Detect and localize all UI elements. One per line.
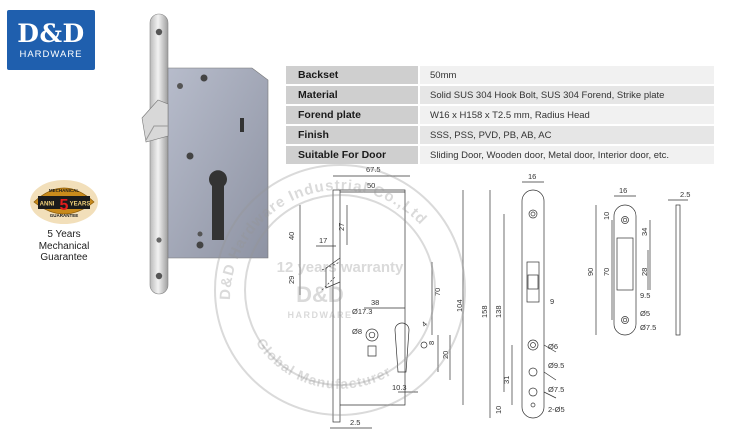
warranty-caption-line: 5 Years <box>47 229 81 240</box>
dimension-label: 70 <box>433 288 442 296</box>
dimension-label: 10.3 <box>392 383 407 392</box>
dimension-label: Ø7.5 <box>548 385 564 394</box>
spec-value: SSS, PSS, PVD, PB, AB, AC <box>420 126 714 144</box>
lock-product-photo <box>141 13 269 295</box>
dimension-label: 38 <box>371 298 379 307</box>
warranty-caption-line: Guarantee <box>40 252 88 263</box>
warranty-badge: MECHANICAL ANNI 5 YEARS GUARANTEE <box>30 180 98 224</box>
warranty-caption: 5 Years Mechanical Guarantee <box>8 229 120 264</box>
spec-label: Forend plate <box>286 106 418 124</box>
dimension-label: 16 <box>619 186 627 195</box>
dimension-label: 90 <box>586 268 595 276</box>
table-row: Finish SSS, PSS, PVD, PB, AB, AC <box>286 126 714 144</box>
dimension-label: Ø6 <box>548 342 558 351</box>
table-row: Suitable For Door Sliding Door, Wooden d… <box>286 146 714 164</box>
dimension-label: 27 <box>337 223 346 231</box>
spec-value: W16 x H158 x T2.5 mm, Radius Head <box>420 106 714 124</box>
dimension-label: 104 <box>455 299 464 312</box>
dimension-label: 9 <box>550 297 554 306</box>
spec-label: Backset <box>286 66 418 84</box>
spec-value: Sliding Door, Wooden door, Metal door, I… <box>420 146 714 164</box>
badge-mark-top: MECHANICAL <box>49 188 79 193</box>
dimension-label: 2.5 <box>680 190 690 199</box>
hook-bolt-outline <box>325 257 341 289</box>
dimension-label: 40 <box>287 232 296 240</box>
dimension-label: 17 <box>319 236 327 245</box>
badge-mark-number: 5 <box>60 197 69 214</box>
brand-logo: D&D HARDWARE <box>7 10 95 70</box>
logo-subtext: HARDWARE <box>19 48 83 60</box>
forend-side <box>332 189 341 423</box>
dimension-label: 2-Ø5 <box>548 405 565 414</box>
badge-mark-years: YEARS <box>70 202 91 208</box>
spec-label: Material <box>286 86 418 104</box>
warranty-caption-line: Mechanical <box>38 240 90 252</box>
dimension-label: 50 <box>367 181 375 190</box>
dimension-label: 8 <box>427 341 436 345</box>
logo-text: D&D <box>17 18 85 48</box>
dimension-label: 138 <box>494 305 503 318</box>
dimension-label: 158 <box>480 305 489 318</box>
spec-value: 50mm <box>420 66 714 84</box>
spec-label: Finish <box>286 126 418 144</box>
dimension-label: 9.5 <box>640 291 650 300</box>
cylinder-cutout <box>394 322 410 373</box>
forend-front <box>521 189 545 419</box>
dimension-label: 20 <box>441 351 450 359</box>
dimension-label: 67.5 <box>366 165 381 174</box>
dimension-label: 4 <box>420 320 429 329</box>
dimension-label: 16 <box>528 172 536 181</box>
table-row: Material Solid SUS 304 Hook Bolt, SUS 30… <box>286 86 714 104</box>
strike-plate-side <box>675 204 681 336</box>
badge-mark-bottom: GUARANTEE <box>50 213 79 218</box>
follower-circle <box>365 328 379 342</box>
dimension-label: Ø17.3 <box>352 307 372 316</box>
dimension-label: 10 <box>602 212 611 220</box>
table-row: Forend plate W16 x H158 x T2.5 mm, Radiu… <box>286 106 714 124</box>
strike-plate <box>613 204 637 336</box>
dimension-label: Ø7.5 <box>640 323 656 332</box>
dimension-label: 31 <box>502 376 511 384</box>
dimension-label: 2.5 <box>350 418 360 427</box>
table-row: Backset 50mm <box>286 66 714 84</box>
dimension-label: 70 <box>602 268 611 276</box>
dimension-label: 10 <box>494 406 503 414</box>
dimension-label: Ø8 <box>352 327 362 336</box>
case-outline <box>340 189 406 406</box>
badge-mark-anni: ANNI <box>40 202 55 208</box>
dimension-label: 34 <box>640 228 649 236</box>
dimension-label: 29 <box>287 276 296 284</box>
spec-label: Suitable For Door <box>286 146 418 164</box>
dimension-label: Ø9.5 <box>548 361 564 370</box>
spec-value: Solid SUS 304 Hook Bolt, SUS 304 Forend,… <box>420 86 714 104</box>
dimension-label: 28 <box>640 268 649 276</box>
dimension-label: Ø5 <box>640 309 650 318</box>
spec-table: Backset 50mm Material Solid SUS 304 Hook… <box>286 64 714 166</box>
